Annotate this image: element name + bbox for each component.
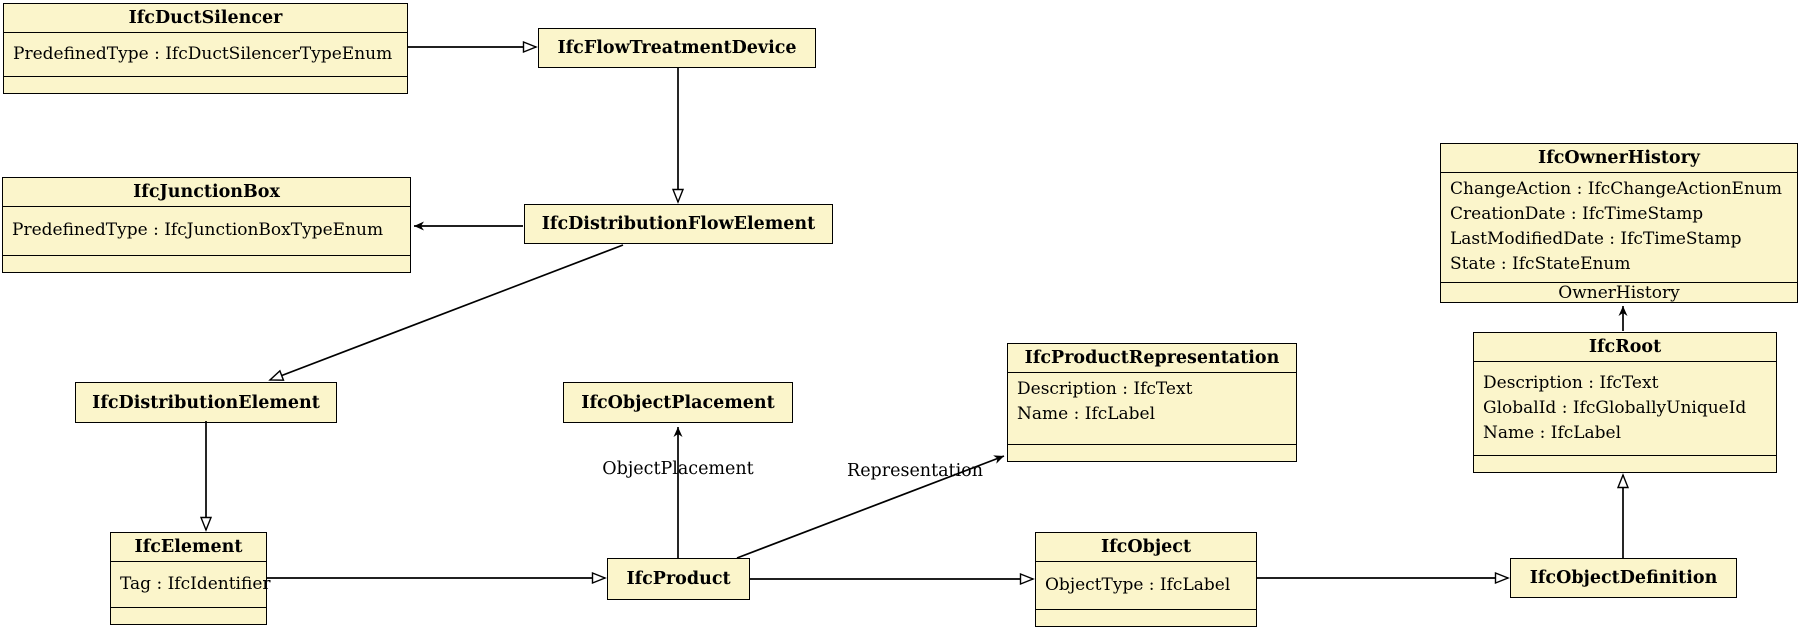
class-attributes: ChangeAction : IfcChangeActionEnum Creat… <box>1441 172 1797 282</box>
class-footer-empty <box>1008 444 1296 461</box>
class-name: IfcElement <box>134 537 243 557</box>
class-attributes: PredefinedType : IfcDuctSilencerTypeEnum <box>4 32 407 76</box>
class-name: IfcRoot <box>1588 337 1662 357</box>
attribute: PredefinedType : IfcDuctSilencerTypeEnum <box>13 43 393 64</box>
edge-label-representation: Representation <box>847 461 983 481</box>
attribute: State : IfcStateEnum <box>1450 254 1631 275</box>
attribute: Description : IfcText <box>1017 379 1193 399</box>
attribute: PredefinedType : IfcJunctionBoxTypeEnum <box>12 220 384 241</box>
class-footer-empty <box>4 76 407 93</box>
class-name: IfcProductRepresentation <box>1024 348 1280 368</box>
class-attributes: Tag : IfcIdentifier <box>111 561 271 607</box>
class-name: IfcFlowTreatmentDevice <box>557 38 797 58</box>
class-box-ifcroot: IfcRoot Description : IfcText GlobalId :… <box>1473 332 1777 473</box>
attribute: ChangeAction : IfcChangeActionEnum <box>1450 179 1782 199</box>
class-name: IfcDuctSilencer <box>128 8 283 28</box>
attribute: ObjectType : IfcLabel <box>1045 574 1231 595</box>
class-box-ifcobjectplacement: IfcObjectPlacement <box>563 382 793 423</box>
class-footer-ownerhistory-label: OwnerHistory <box>1441 281 1797 305</box>
class-attributes: PredefinedType : IfcJunctionBoxTypeEnum <box>3 206 410 255</box>
class-box-ifcproductrepresentation: IfcProductRepresentation Description : I… <box>1007 343 1297 462</box>
attribute: Description : IfcText <box>1483 372 1659 393</box>
class-footer-empty <box>1474 455 1776 472</box>
attribute: CreationDate : IfcTimeStamp <box>1450 204 1704 225</box>
attribute: GlobalId : IfcGloballyUniqueId <box>1483 397 1747 418</box>
class-box-ifcproduct: IfcProduct <box>607 558 750 600</box>
class-attributes: Description : IfcText GlobalId : IfcGlob… <box>1474 361 1776 455</box>
attribute: Name : IfcLabel <box>1017 404 1156 425</box>
class-name: IfcDistributionElement <box>92 392 320 413</box>
class-box-ifcelement: IfcElement Tag : IfcIdentifier <box>110 532 271 625</box>
class-footer-empty <box>111 607 266 624</box>
class-name: IfcOwnerHistory <box>1538 148 1700 168</box>
class-name: IfcObjectPlacement <box>581 392 775 413</box>
edge-label-objectplacement: ObjectPlacement <box>602 459 754 479</box>
class-name: IfcDistributionFlowElement <box>541 214 816 234</box>
class-attributes: Description : IfcText Name : IfcLabel <box>1008 372 1296 444</box>
class-box-ifcjunctionbox: IfcJunctionBox PredefinedType : IfcJunct… <box>2 177 411 273</box>
attribute: LastModifiedDate : IfcTimeStamp <box>1450 229 1742 250</box>
class-name: IfcJunctionBox <box>133 182 280 202</box>
class-name: IfcObjectDefinition <box>1529 568 1718 588</box>
class-box-ifcobject: IfcObject ObjectType : IfcLabel <box>1035 532 1257 627</box>
class-box-ifcdistributionelement: IfcDistributionElement <box>75 382 337 423</box>
class-box-ifcownerhistory: IfcOwnerHistory ChangeAction : IfcChange… <box>1440 143 1798 303</box>
class-box-ifcductsilencer: IfcDuctSilencer PredefinedType : IfcDuct… <box>3 3 408 94</box>
class-box-ifcdistributionflowelement: IfcDistributionFlowElement <box>524 204 833 244</box>
attribute: Tag : IfcIdentifier <box>120 573 271 594</box>
class-footer-empty <box>3 255 410 272</box>
class-box-ifcflowtreatmentdevice: IfcFlowTreatmentDevice <box>538 28 816 68</box>
class-footer-empty <box>1036 609 1256 626</box>
class-name: IfcProduct <box>626 569 731 589</box>
class-name: IfcObject <box>1100 537 1192 557</box>
class-box-ifcobjectdefinition: IfcObjectDefinition <box>1510 558 1737 598</box>
class-attributes: ObjectType : IfcLabel <box>1036 561 1256 609</box>
attribute: Name : IfcLabel <box>1483 423 1622 444</box>
